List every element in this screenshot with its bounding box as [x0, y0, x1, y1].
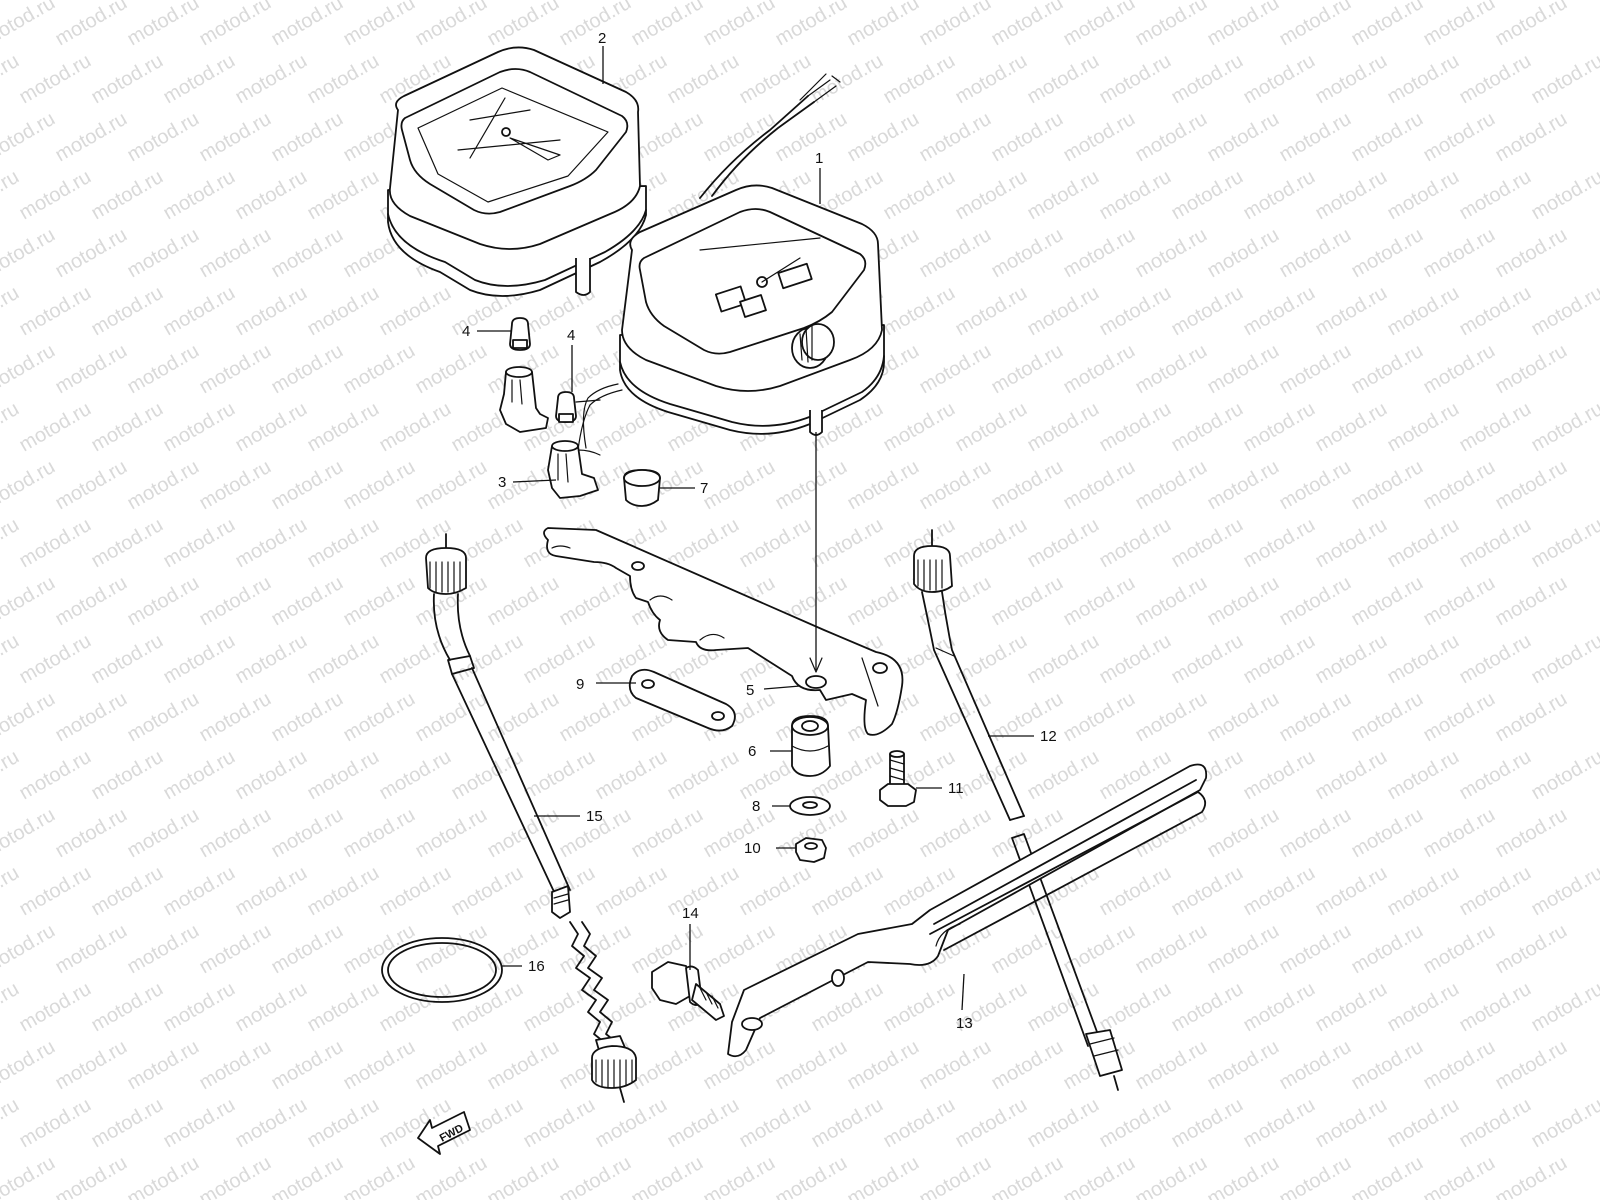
callout-4a: 4 — [462, 323, 470, 340]
cap-part-7 — [623, 469, 661, 507]
callout-16: 16 — [528, 958, 545, 975]
o-ring-part-16 — [381, 937, 503, 1003]
speedometer-part-2 — [387, 46, 647, 297]
nut-part-10 — [795, 837, 827, 863]
leader-lines — [477, 46, 1034, 1011]
bracket-arm-part-13 — [727, 763, 1208, 1058]
callout-8: 8 — [752, 798, 760, 815]
callout-5: 5 — [746, 682, 754, 699]
callout-7: 7 — [700, 480, 708, 497]
callout-15: 15 — [586, 808, 603, 825]
bulb-part-4a — [499, 317, 549, 433]
bolt-part-11 — [879, 750, 917, 807]
callout-10: 10 — [744, 840, 761, 857]
callout-4b: 4 — [567, 327, 575, 344]
tacho-cable-part-12 — [913, 529, 1025, 821]
callout-9: 9 — [576, 676, 584, 693]
washer-part-8 — [789, 796, 831, 816]
bracket-part-5 — [543, 527, 904, 736]
bulb-part-4b — [555, 391, 577, 423]
bolt-part-14 — [651, 961, 725, 1021]
callout-14: 14 — [682, 905, 699, 922]
speedo-cable-part-15 — [425, 533, 637, 1103]
callout-labels: 1 2 3 4 4 5 6 7 8 9 10 11 12 13 14 15 16 — [462, 30, 1057, 1032]
plate-part-9 — [628, 668, 736, 732]
callout-12: 12 — [1040, 728, 1057, 745]
tachometer-part-1 — [619, 184, 885, 436]
bulb-socket-part-3 — [547, 440, 599, 499]
callout-3: 3 — [498, 474, 506, 491]
callout-6: 6 — [748, 743, 756, 760]
forward-arrow-icon: FWD — [417, 1111, 471, 1155]
callout-13: 13 — [956, 1015, 973, 1032]
callout-1: 1 — [815, 150, 823, 167]
callout-11: 11 — [948, 780, 964, 797]
cushion-part-6 — [791, 715, 831, 777]
callout-2: 2 — [598, 30, 606, 47]
